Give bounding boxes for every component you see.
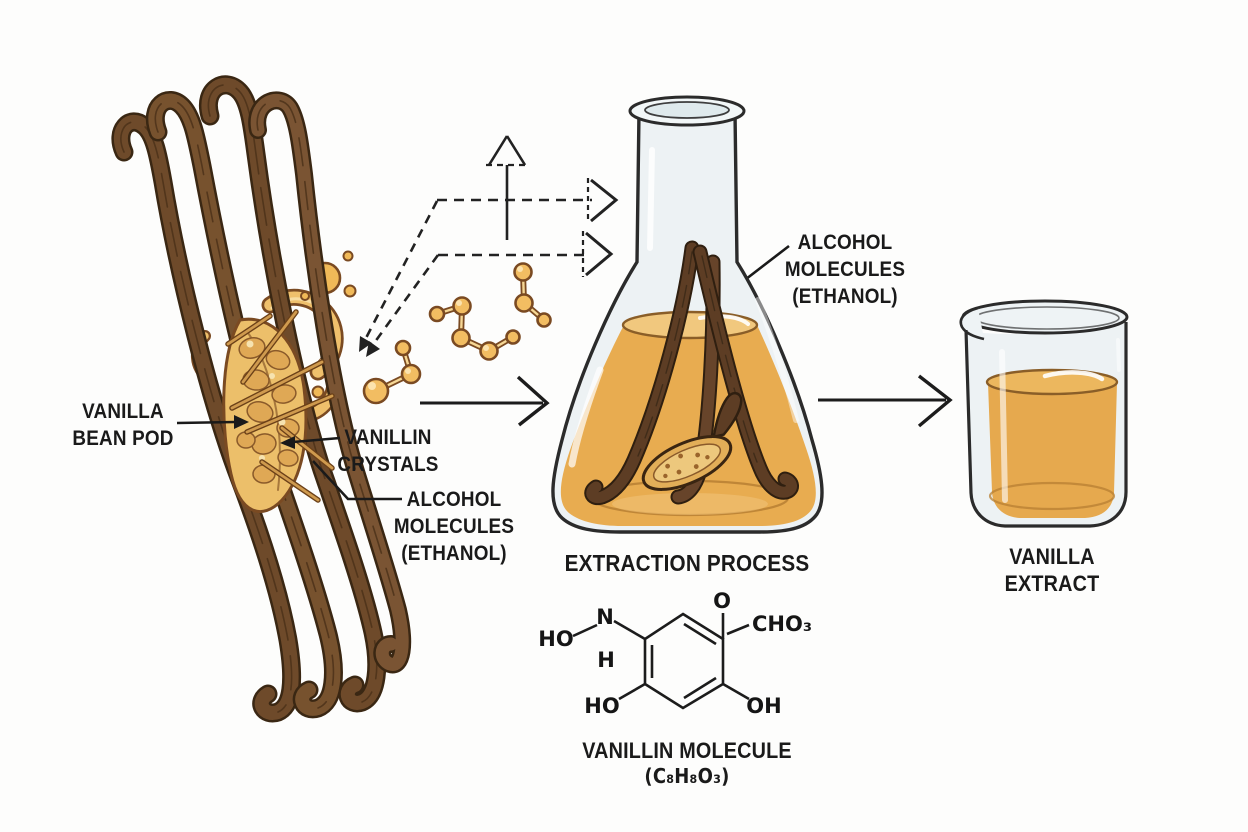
dashed-arrow-lower-icon [366, 231, 614, 357]
flask-pod-slice [641, 391, 743, 491]
evaporation-arrow-icon [486, 135, 528, 240]
atom-ho-upper: HO [538, 627, 573, 651]
vanillin-molecule-caption: VANILLIN MOLECULE (C₈H₈O₃) [582, 738, 791, 788]
atom-o: O [713, 589, 731, 613]
flask-glass-highlights [568, 147, 799, 468]
vanillin-crystals-label: VANILLIN CRYSTALS [337, 424, 438, 478]
ethanol-molecules [362, 262, 552, 405]
alcohol-left-leader [312, 460, 402, 501]
pod-leader-arrow [176, 415, 249, 429]
label-line: VANILLIN [344, 426, 432, 449]
top-arrows [359, 135, 619, 357]
process-arrow-left [420, 375, 550, 427]
vanillin-structure: HO N H O CHO₃ HO OH [538, 589, 812, 718]
caption-line: EXTRACT [1004, 571, 1100, 596]
label-line: MOLECULES [393, 515, 515, 538]
dashed-arrow-upper-icon [359, 178, 619, 352]
atom-ho-lower: HO [584, 694, 619, 718]
molecule-title: VANILLIN MOLECULE [582, 738, 792, 763]
flask-outline [551, 111, 824, 534]
label-line: BEAN POD [72, 427, 174, 450]
label-line: (ETHANOL) [401, 542, 507, 565]
open-pod-cutaway [222, 317, 308, 513]
extraction-flask [551, 95, 824, 534]
flask-beans [584, 240, 799, 506]
label-line: VANILLA [82, 400, 164, 423]
alcohol-molecules-label-flask: ALCOHOL MOLECULES (ETHANOL) [785, 229, 905, 310]
label-line: ALCOHOL [797, 231, 893, 254]
label-line: ALCOHOL [406, 488, 502, 511]
beaker-glass-highlights [999, 338, 1121, 503]
atom-oh-lower: OH [746, 694, 781, 718]
vanillin-crystal-needles [225, 309, 335, 503]
alcohol-molecules-label-left: ALCOHOL MOLECULES (ETHANOL) [394, 486, 514, 567]
vanilla-pods [111, 75, 412, 723]
pod-4 [248, 91, 412, 674]
atom-n: N [596, 605, 614, 629]
molecule-formula: (C₈H₈O₃) [644, 764, 730, 788]
beaker-outline [964, 322, 1128, 528]
vanilla-extract-caption: VANILLA EXTRACT [1005, 543, 1100, 597]
beaker-liquid [985, 368, 1119, 518]
extraction-process-caption: EXTRACTION PROCESS [565, 550, 810, 577]
extract-beaker [959, 299, 1129, 528]
caption-line: VANILLA [1009, 544, 1095, 569]
atom-cho3: CHO₃ [752, 612, 812, 636]
label-line: (ETHANOL) [792, 285, 898, 308]
atom-h: H [597, 648, 615, 672]
caption-text: EXTRACTION PROCESS [564, 550, 810, 576]
process-arrow-right [818, 374, 953, 428]
label-line: CRYSTALS [337, 453, 439, 476]
vanilla-bean-pod-label: VANILLA BEAN POD [72, 398, 173, 452]
crystals-leader-arrow [280, 436, 341, 449]
label-line: MOLECULES [784, 258, 906, 281]
